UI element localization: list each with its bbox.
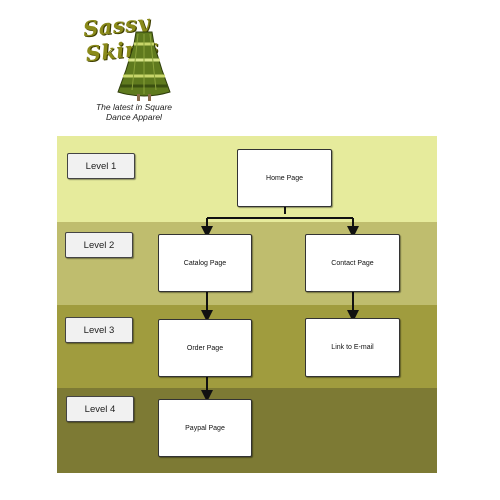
email-link-box: Link to E-mail — [305, 318, 400, 377]
tagline: The latest in Square Dance Apparel — [95, 102, 173, 122]
skirt-icon — [117, 31, 171, 101]
connectors — [201, 206, 359, 402]
level-3-label: Level 3 — [65, 317, 133, 343]
home-page-box: Home Page — [237, 149, 332, 207]
level-1-label: Level 1 — [67, 153, 135, 179]
level-4-label: Level 4 — [66, 396, 134, 422]
paypal-page-box: Paypal Page — [158, 399, 252, 457]
level-2-label: Level 2 — [65, 232, 133, 258]
logo: Sassy Skirts — [78, 6, 208, 130]
site-map-diagram: Level 1 Level 2 Level 3 Level 4 Home Pag… — [57, 136, 437, 473]
contact-page-box: Contact Page — [305, 234, 400, 292]
order-page-box: Order Page — [158, 319, 252, 377]
catalog-page-box: Catalog Page — [158, 234, 252, 292]
